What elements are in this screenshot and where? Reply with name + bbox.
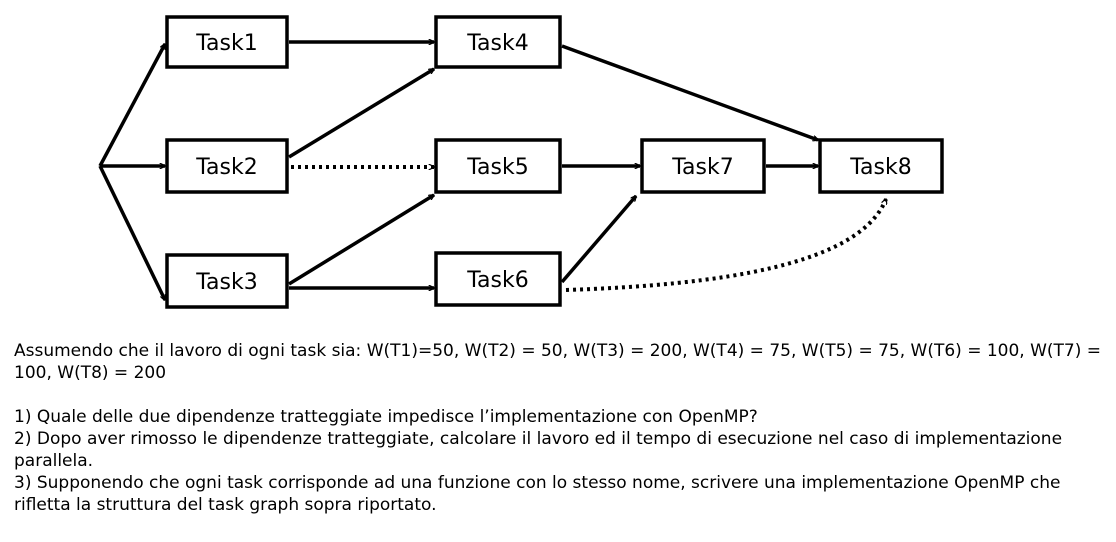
node-t2: Task2 — [165, 138, 289, 194]
node-box — [434, 138, 562, 194]
question-1: 1) Quale delle due dipendenze tratteggia… — [14, 407, 758, 427]
node-label: Task6 — [466, 268, 528, 293]
node-box — [165, 138, 289, 194]
node-box — [165, 253, 289, 309]
node-t1: Task1 — [165, 15, 289, 69]
node-label: Task2 — [195, 155, 257, 180]
edge-t4-to-t8 — [561, 44, 818, 142]
node-t7: Task7 — [640, 138, 766, 194]
node-label: Task5 — [466, 155, 528, 180]
assumption-text: Assumendo che il lavoro di ogni task sia… — [14, 341, 1102, 383]
node-label: Task8 — [849, 155, 911, 180]
edge-t3-to-t5 — [288, 193, 434, 286]
edge-start-to-t3 — [98, 165, 167, 300]
edge-t6-to-t8-dotted — [565, 199, 888, 292]
question-2: 2) Dopo aver rimosso le dipendenze tratt… — [14, 429, 1063, 471]
node-label: Task3 — [195, 270, 257, 295]
exercise-text: Assumendo che il lavoro di ogni task sia… — [14, 340, 1109, 516]
question-3: 3) Supponendo che ogni task corrisponde … — [14, 473, 1061, 515]
node-box — [818, 138, 944, 194]
edge-t2-to-t4 — [288, 67, 434, 159]
node-label: Task7 — [671, 155, 733, 180]
node-box — [165, 15, 289, 69]
node-t8: Task8 — [818, 138, 944, 194]
edge-t6-to-t7 — [560, 196, 638, 284]
node-t6: Task6 — [434, 251, 562, 307]
node-label: Task1 — [195, 31, 257, 56]
node-t5: Task5 — [434, 138, 562, 194]
edge-start-to-t1 — [98, 44, 167, 167]
node-box — [434, 251, 562, 307]
node-t4: Task4 — [434, 15, 562, 69]
node-t3: Task3 — [165, 253, 289, 309]
node-label: Task4 — [466, 31, 528, 56]
node-box — [434, 15, 562, 69]
node-box — [640, 138, 766, 194]
